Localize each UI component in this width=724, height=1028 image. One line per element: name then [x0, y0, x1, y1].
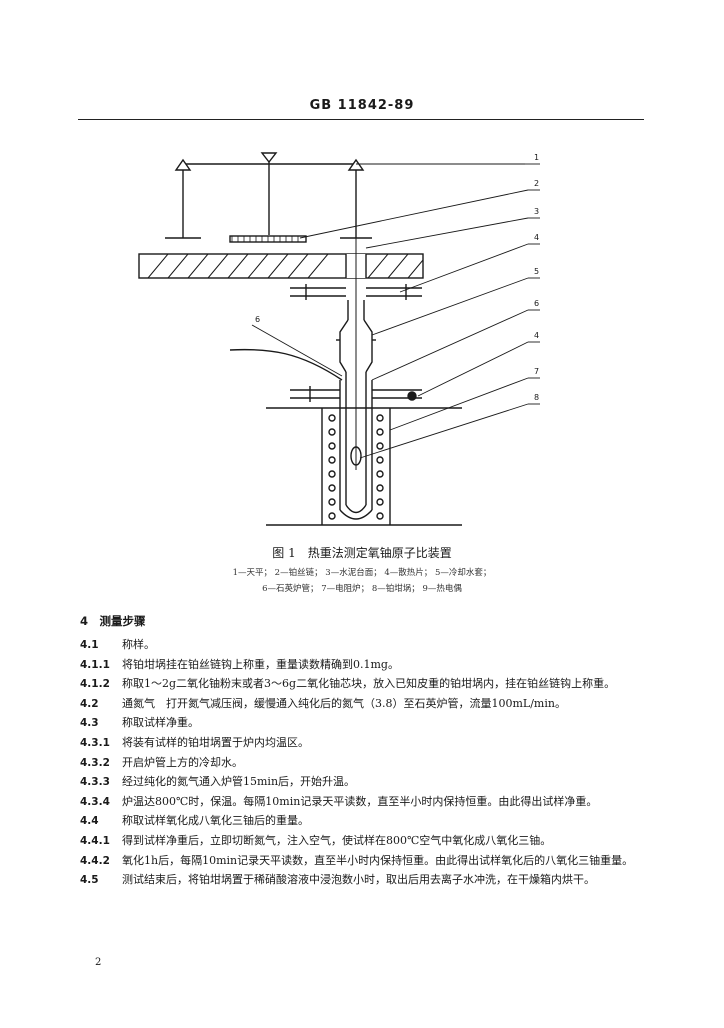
step-number: 4.3.3: [80, 776, 110, 789]
step-number: 4.3: [80, 717, 99, 730]
callout-4: 4: [534, 233, 539, 242]
step-number: 4.3.2: [80, 756, 110, 769]
callout-6: 6: [534, 299, 539, 308]
callout-2: 2: [534, 179, 539, 188]
step-text: 经过纯化的氮气通入炉管15min后，开始升温。: [122, 775, 356, 789]
step-item: 4.1.2 称取1～2g二氧化铀粉末或者3～6g二氧化铀芯块，放入已知皮重的铂坩埚…: [80, 677, 646, 691]
step-text: 称样。: [122, 638, 155, 651]
step-item: 4.3.1 将装有试样的铂坩埚置于炉内均温区。: [80, 736, 646, 750]
callout-5: 5: [534, 267, 539, 276]
step-item: 4.3.3 经过纯化的氮气通入炉管15min后，开始升温。: [80, 775, 646, 789]
step-text: 得到试样净重后，立即切断氮气，注入空气，使试样在800℃空气中氧化成八氧化三铀。: [122, 833, 552, 847]
step-number: 4.4.1: [80, 834, 110, 847]
step-number: 4.4: [80, 815, 99, 828]
step-text: 开启炉管上方的冷却水。: [122, 755, 243, 769]
callout-1: 1: [534, 153, 539, 162]
callout-4b: 4: [534, 331, 539, 340]
step-item: 4.3.4 炉温达800℃时，保温。每隔10min记录天平读数，直至半小时内保持恒…: [80, 795, 646, 809]
step-number: 4.3.1: [80, 736, 110, 749]
furnace-drawing: [266, 407, 462, 526]
step-item: 4.2 通氮气 打开氮气减压阀，缓慢通入纯化后的氮气（3.8）至石英炉管，流量10…: [80, 697, 646, 711]
upper-heat-sink: [290, 284, 422, 300]
step-item: 4.3.2 开启炉管上方的冷却水。: [80, 756, 646, 770]
gas-inlet-line: [229, 348, 343, 381]
quartz-tube-drawing: [336, 300, 376, 520]
callout-7: 7: [534, 367, 539, 376]
callout-3: 3: [534, 207, 539, 216]
step-item: 4.4.1 得到试样净重后，立即切断氮气，注入空气，使试样在800℃空气中氧化成八…: [80, 834, 646, 848]
step-text: 氧化1h后，每隔10min记录天平读数，直至半小时内保持恒重。由此得出试样氧化后…: [122, 853, 634, 867]
step-text: 称取试样净重。: [122, 716, 199, 730]
callout-leaders: [251, 163, 540, 459]
callout-8: 8: [534, 393, 539, 402]
crucible-drawing: [350, 446, 362, 466]
figure-caption: 图 1 热重法测定氧铀原子比装置: [272, 546, 452, 560]
page-number: 2: [95, 957, 102, 968]
callout-6-left: 6: [255, 315, 260, 324]
step-text: 炉温达800℃时，保温。每隔10min记录天平读数，直至半小时内保持恒重。由此得…: [122, 794, 598, 808]
standard-code-header: GB 11842-89: [309, 98, 415, 113]
step-number: 4.4.2: [80, 854, 110, 867]
balance-drawing: [165, 152, 372, 243]
step-item: 4.5 测试结束后，将铂坩埚置于稀硝酸溶液中浸泡数小时，取出后用去离子水冲洗，在干…: [80, 873, 646, 887]
step-item: 4.1.1 将铂坩埚挂在铂丝链钩上称重，重量读数精确到0.1mg。: [80, 658, 646, 672]
figure-legend-line2: 6—石英炉管； 7—电阻炉； 8—铂坩埚； 9—热电偶: [262, 584, 462, 594]
step-item: 4.4.2 氧化1h后，每隔10min记录天平读数，直至半小时内保持恒重。由此得出…: [80, 854, 646, 868]
step-item: 4.1 称样。: [80, 638, 646, 652]
step-text: 将铂坩埚挂在铂丝链钩上称重，重量读数精确到0.1mg。: [122, 657, 399, 671]
step-number: 4.2: [80, 697, 99, 710]
header-rule: [78, 119, 644, 120]
step-number: 4.5: [80, 874, 99, 887]
step-number: 4.1: [80, 639, 99, 651]
step-text: 称取1～2g二氧化铀粉末或者3～6g二氧化铀芯块，放入已知皮重的铂坩埚内，挂在铂…: [122, 677, 616, 691]
figure-legend-line1: 1—天平； 2—铂丝链； 3—水泥台面； 4—散热片； 5—冷却水套；: [232, 568, 492, 578]
step-number: 4.1.2: [80, 678, 110, 691]
step-text: 将装有试样的铂坩埚置于炉内均温区。: [122, 735, 309, 749]
step-text: 通氮气 打开氮气减压阀，缓慢通入纯化后的氮气（3.8）至石英炉管，流量100mL…: [122, 696, 566, 710]
lower-heat-sink: [290, 386, 422, 402]
step-text: 测试结束后，将铂坩埚置于稀硝酸溶液中浸泡数小时，取出后用去离子水冲洗，在干燥箱内…: [122, 873, 595, 887]
cement-table-drawing: [138, 253, 424, 279]
step-text: 称取试样氧化成八氧化三铀后的重量。: [122, 814, 309, 828]
section-title: 4 测量步骤: [80, 614, 146, 628]
step-item: 4.4 称取试样氧化成八氧化三铀后的重量。: [80, 814, 646, 828]
step-number: 4.3.4: [80, 795, 110, 808]
step-number: 4.1.1: [80, 658, 110, 671]
step-item: 4.3 称取试样净重。: [80, 716, 646, 730]
